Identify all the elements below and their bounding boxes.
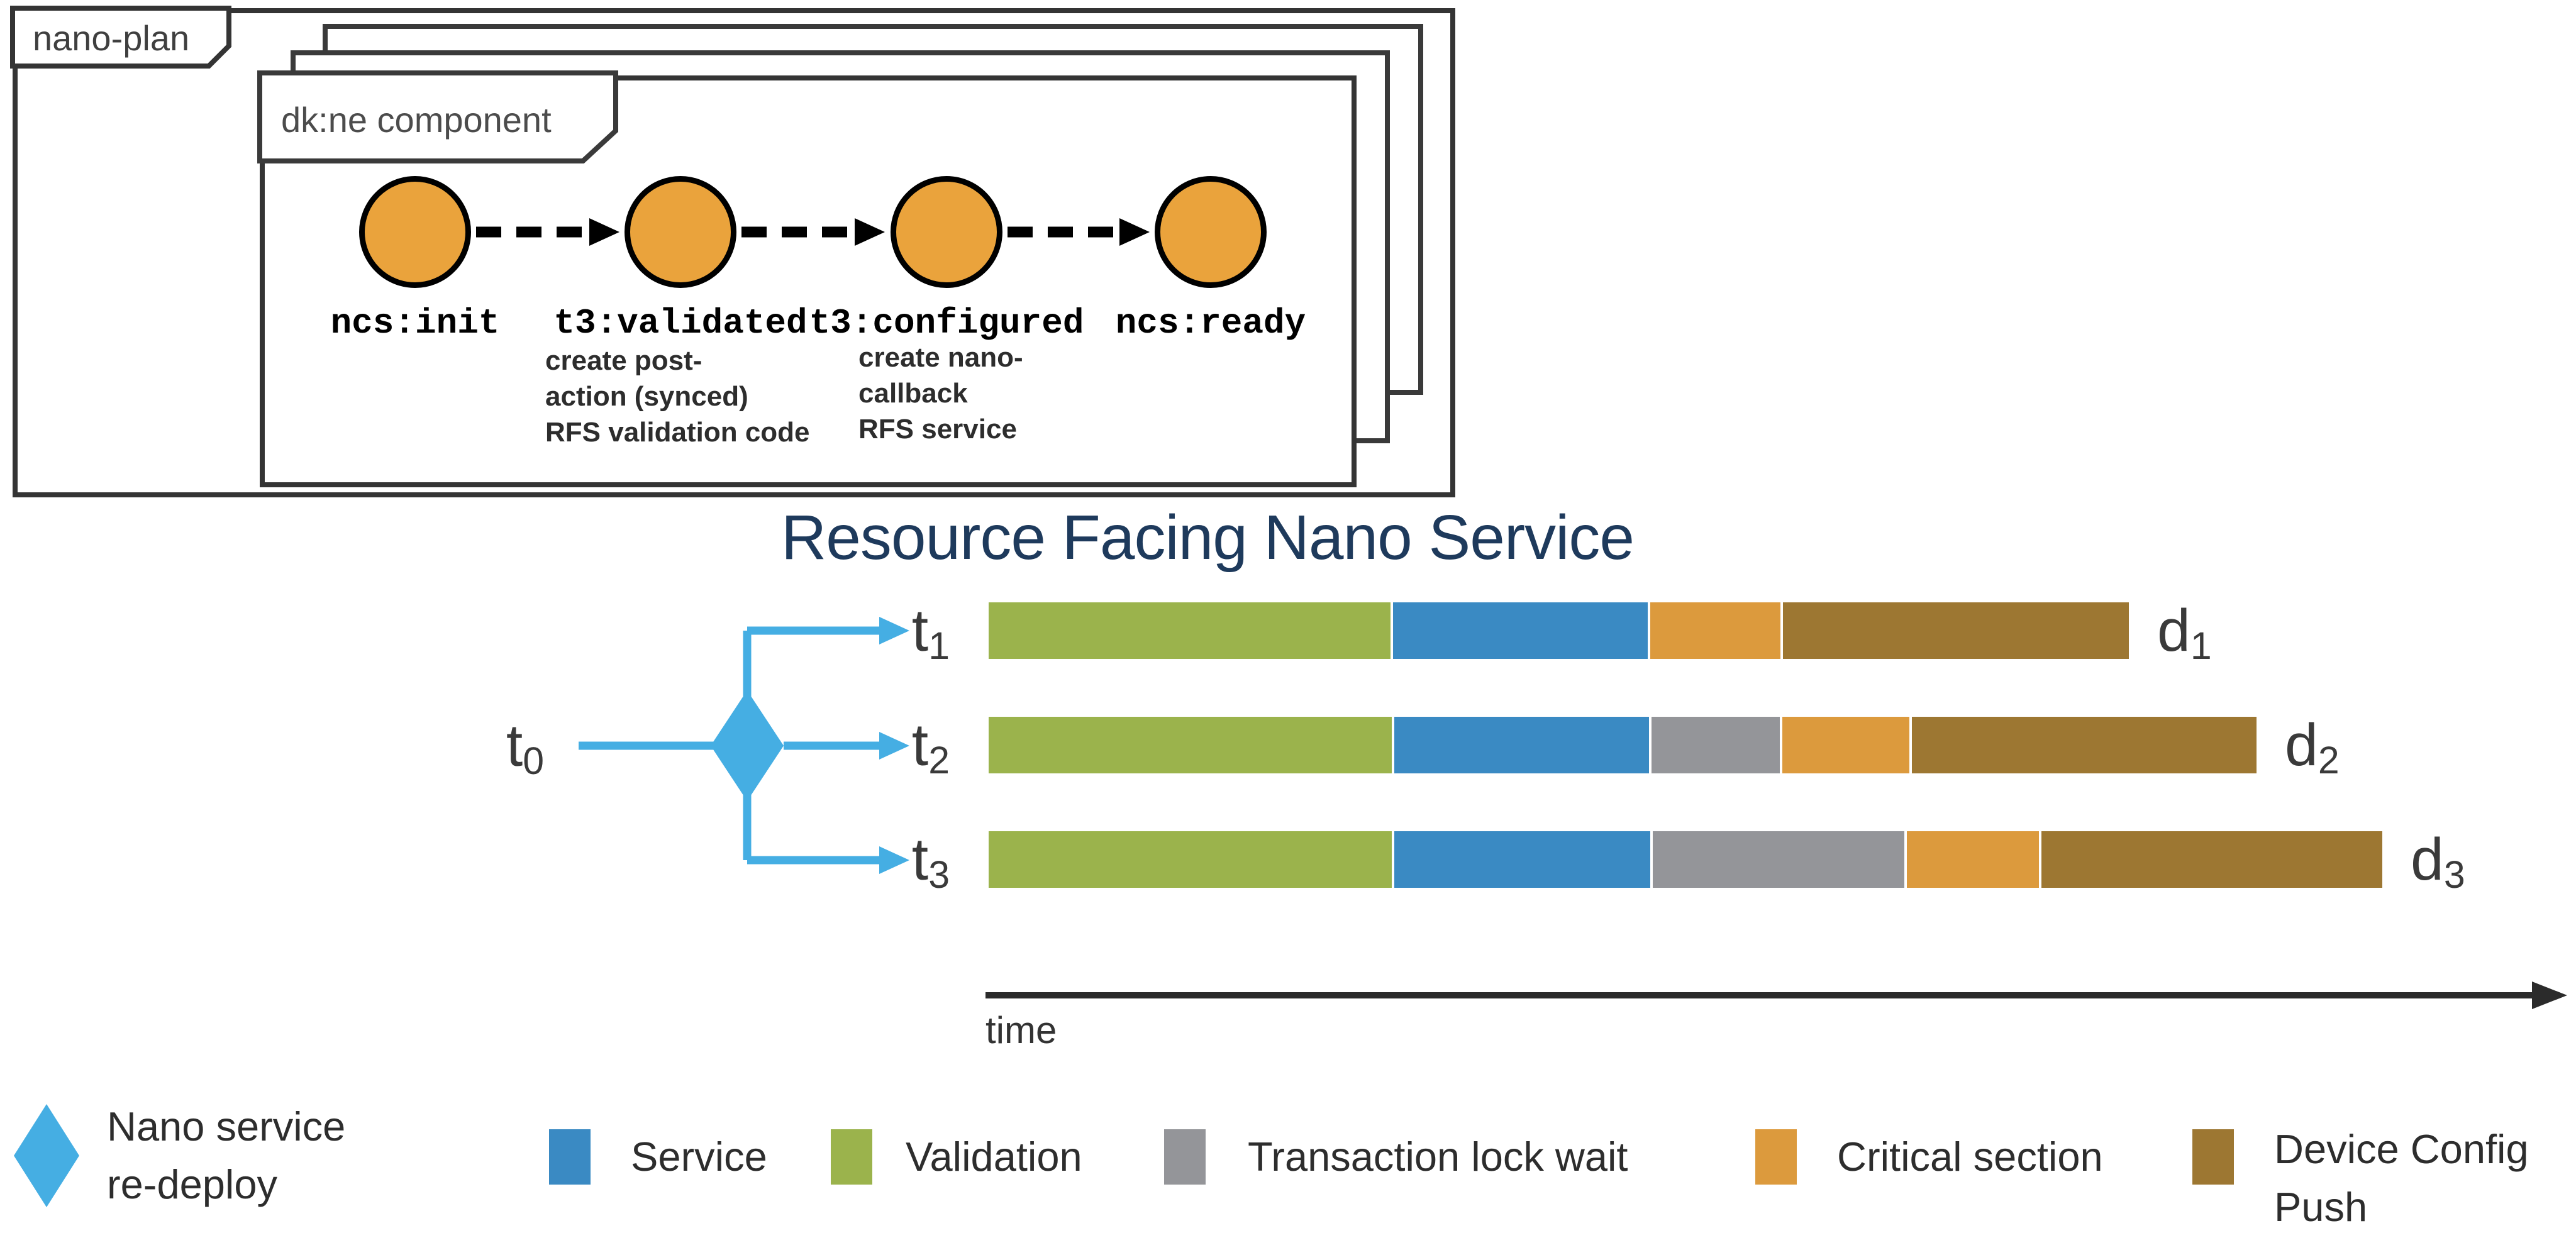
state-label-init: ncs:init [330, 303, 500, 343]
row2-bar [989, 717, 2257, 773]
legend-swatch-critical-section [1755, 1129, 1797, 1185]
legend-label-nano-redeploy: Nano service re-deploy [107, 1103, 346, 1207]
bar-segment-lock [1652, 717, 1780, 773]
bar-segment-device [2041, 831, 2382, 888]
legend-swatch-validation [831, 1129, 872, 1185]
state-circle-validated [625, 176, 736, 288]
row3-start-label: t3 [911, 826, 950, 897]
bar-segment-critical [1907, 831, 2039, 888]
component-tab [257, 70, 618, 163]
bar-segment-critical [1782, 717, 1909, 773]
legend-swatch-service [549, 1129, 591, 1185]
state-circle-init [359, 176, 471, 288]
legend-label-service: Service [631, 1134, 767, 1180]
state-circle-configured [891, 176, 1002, 288]
timeline-row-2: t2 d2 [912, 712, 2340, 782]
nano-plan-tab [10, 6, 231, 69]
redeploy-diamond [711, 690, 784, 801]
row1-end-label: d1 [2157, 597, 2212, 668]
legend-swatch-device-config-push [2192, 1129, 2234, 1185]
chart-title: Resource Facing Nano Service [781, 502, 1635, 573]
row2-start-label: t2 [911, 712, 950, 782]
legend-swatch-transaction-lock-wait [1164, 1129, 1206, 1185]
state-circle-ready [1155, 176, 1267, 288]
state-label-validated: t3:validated [553, 303, 808, 343]
state-note-configured: create nano- callback RFS service [858, 342, 1023, 445]
timeline-row-3: t3 d3 [912, 826, 2465, 897]
legend-label-validation: Validation [906, 1134, 1082, 1180]
row1-bar [989, 602, 2129, 659]
bar-segment-lock [1653, 831, 1904, 888]
bar-segment-validation [989, 717, 1392, 773]
state-label-configured: t3:configured [809, 303, 1084, 343]
time-axis-label: time [985, 1009, 1057, 1051]
legend-label-transaction-lock-wait: Transaction lock wait [1248, 1134, 1628, 1180]
timeline-row-1: t1 d1 [912, 597, 2212, 668]
legend-label-critical-section: Critical section [1837, 1134, 2103, 1180]
row3-bar [989, 831, 2382, 888]
component-tab-label: dk:ne component [281, 100, 552, 140]
time-axis [985, 981, 2567, 1009]
state-label-ready: ncs:ready [1115, 303, 1306, 343]
row3-end-label: d3 [2411, 826, 2465, 897]
bar-segment-device [1783, 602, 2129, 659]
legend-label-device-config-push: Device Config Push [2274, 1126, 2529, 1230]
row1-start-label: t1 [911, 597, 950, 668]
bar-segment-validation [989, 831, 1392, 888]
bar-segment-service [1394, 717, 1649, 773]
bar-segment-device [1912, 717, 2257, 773]
bar-segment-service [1393, 602, 1648, 659]
row2-end-label: d2 [2285, 712, 2340, 782]
bar-segment-validation [989, 602, 1391, 659]
legend-diamond-icon [14, 1104, 79, 1207]
bar-segment-service [1394, 831, 1650, 888]
origin-label: t0 [506, 712, 545, 783]
state-note-validated: create post- action (synced) RFS validat… [545, 345, 810, 448]
nano-plan-tab-label: nano-plan [33, 18, 190, 58]
bar-segment-critical [1650, 602, 1780, 659]
